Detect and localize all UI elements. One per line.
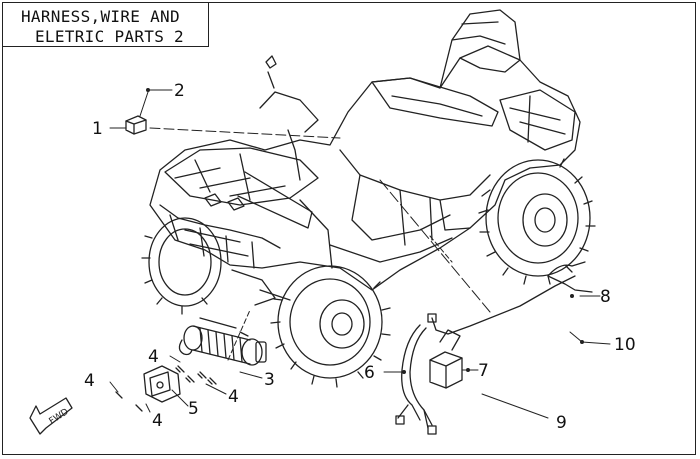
title-line-1: HARNESS,WIRE AND <box>21 7 180 26</box>
wire-harness-part-6 <box>395 275 576 435</box>
fwd-label: FWD <box>48 407 71 427</box>
cable-part-8 <box>547 261 593 293</box>
controller-part-7 <box>429 329 463 389</box>
callout-8: 8 <box>600 287 611 307</box>
bolts-part-4 <box>115 365 217 412</box>
fwd-arrow-icon <box>29 397 73 435</box>
winch-part-3 <box>178 317 267 366</box>
callout-7: 7 <box>478 361 489 381</box>
callout-1: 1 <box>92 119 103 139</box>
relay-part-1-2 <box>125 115 147 135</box>
callout-10: 10 <box>614 335 636 355</box>
callout-4-d: 4 <box>152 411 163 431</box>
front-left-wheel <box>141 217 222 315</box>
callout-4-c: 4 <box>228 387 239 407</box>
title-line-2: ELETRIC PARTS 2 <box>35 27 184 46</box>
callout-9: 9 <box>556 413 567 433</box>
drawing-frame <box>2 2 696 455</box>
title-box: HARNESS,WIRE AND ELETRIC PARTS 2 <box>3 3 209 47</box>
callout-4-a: 4 <box>148 347 159 367</box>
atv-body-outline <box>149 45 581 291</box>
front-right-wheel <box>270 265 391 388</box>
leader-lines <box>109 89 611 419</box>
rear-right-wheel <box>478 158 596 285</box>
callout-6: 6 <box>364 363 375 383</box>
callout-5: 5 <box>188 399 199 419</box>
callout-dots <box>146 88 584 374</box>
atv-illustration <box>141 9 596 388</box>
bracket-part-5 <box>143 365 181 403</box>
callout-4-b: 4 <box>84 371 95 391</box>
callout-2: 2 <box>174 81 185 101</box>
callout-3: 3 <box>264 370 275 390</box>
